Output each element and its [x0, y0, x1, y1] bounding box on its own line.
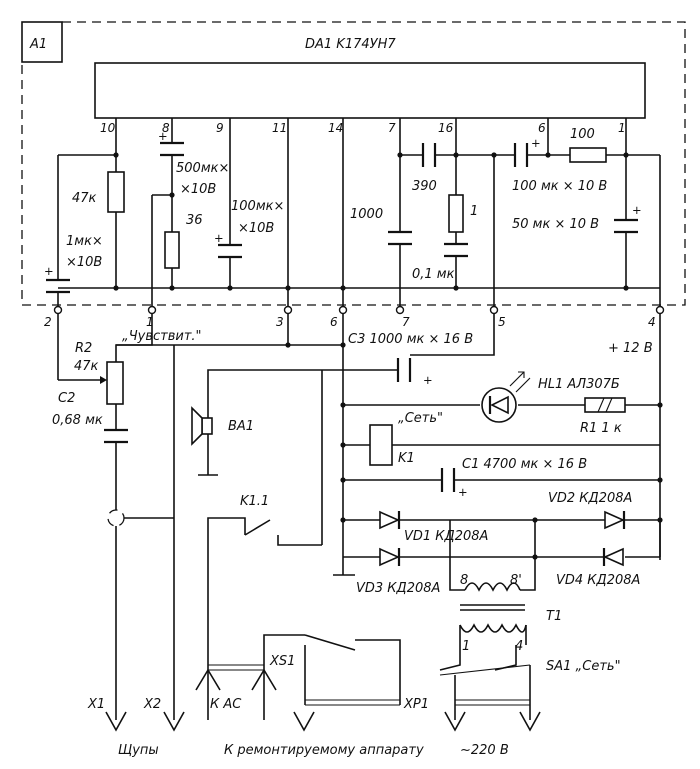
sensitivity-label: „Чувствит." [122, 329, 202, 344]
capacitor-500mk-voltage: ×10В [180, 182, 216, 197]
c2-label: C2 [58, 391, 75, 406]
external-wiring [57, 313, 661, 732]
t1-pin-8: 8 [460, 573, 468, 588]
capacitor-50mk-plus: + [632, 203, 642, 217]
t1-pin-1: 1 [462, 639, 470, 654]
hl1-label: HL1 АЛ307Б [538, 377, 620, 392]
capacitor-1mk-label: 1мк× [66, 234, 103, 249]
capacitor-1mk-voltage: ×10В [66, 255, 102, 270]
internal-wiring [57, 118, 661, 575]
x1-label: X1 [87, 697, 105, 712]
node-5: 5 [498, 315, 506, 329]
pin-8: 8 [162, 121, 170, 135]
resistor-100 [569, 147, 607, 163]
kac-label: К АС [210, 697, 242, 712]
da1-chip: DA1 K174УН7 [94, 37, 646, 119]
external-labels: C2 R2 47к 0,68 мк „Чувствит." C3 1000 мк… [52, 329, 653, 758]
diode-vd4 [602, 547, 624, 567]
led-hl1 [481, 371, 531, 423]
c3-label: C3 1000 мк × 16 В [348, 332, 473, 347]
pin-14: 14 [328, 121, 343, 135]
node-2: 2 [44, 315, 52, 329]
capacitor-50mk-label: 50 мк × 10 В [512, 217, 599, 232]
pin-7: 7 [388, 121, 396, 135]
set-label: „Сеть" [398, 411, 443, 426]
mains-label: ~220 В [460, 743, 509, 758]
a1-label: A1 [29, 37, 47, 52]
r1-label: R1 1 к [580, 421, 622, 436]
capacitor-100mk-label: 100мк× [231, 199, 284, 214]
capacitor-c1 [440, 468, 456, 492]
node-1: 1 [146, 315, 154, 329]
xp1-label: XP1 [403, 697, 429, 712]
capacitor-500mk-plus: + [158, 129, 168, 143]
node-4: 4 [648, 315, 656, 329]
r2-wiper-arrow [100, 376, 107, 384]
diode-vd3 [379, 547, 401, 567]
k1-label: K1 [398, 451, 415, 466]
c3-plus: + [423, 373, 433, 387]
capacitor-100mk-series-label: 100 мк × 10 В [512, 179, 607, 194]
chip-pin-numbers: 10 8 9 11 14 7 16 6 1 [100, 121, 626, 135]
node-6: 6 [330, 315, 338, 329]
sa1-label: SA1 „Сеть" [546, 659, 621, 674]
resistor-47k [107, 171, 125, 213]
k11-label: K1.1 [240, 494, 269, 509]
capacitor-1000-label: 1000 [350, 207, 383, 222]
probes-label: Щупы [118, 743, 159, 758]
resistor-100-label: 100 [570, 127, 595, 142]
pin-16: 16 [438, 121, 454, 135]
a1-components: 47к + 1мк× ×10В + 500мк× ×10В 36 + 100мк… [44, 127, 642, 294]
capacitor-01mk-label: 0,1 мк [412, 267, 455, 282]
resistor-1-label: 1 [470, 204, 478, 219]
capacitor-1mk-plus: + [44, 264, 54, 278]
transformer-t1 [459, 582, 527, 645]
resistor-r1 [584, 397, 626, 413]
pin-9: 9 [216, 121, 224, 135]
t1-label: T1 [546, 609, 562, 624]
pin-10: 10 [100, 121, 116, 135]
speaker-ba1 [201, 417, 213, 435]
xs1-label: XS1 [269, 654, 295, 669]
x2-label: X2 [143, 697, 161, 712]
c2-value: 0,68 мк [52, 413, 103, 428]
capacitor-100mk-series-plus: + [531, 136, 541, 150]
c1-plus: + [458, 485, 468, 499]
pin-1: 1 [618, 121, 626, 135]
resistor-36 [164, 231, 180, 269]
vd4-label: VD4 КД208А [556, 573, 640, 588]
a1-block: A1 [21, 21, 686, 306]
r2-value: 47к [74, 359, 99, 374]
c1-label: C1 4700 мк × 16 В [462, 457, 587, 472]
plus-12v-label: + 12 В [608, 341, 653, 356]
t1-pin-8p: 8' [510, 573, 522, 588]
t1-pin-4: 4 [515, 639, 523, 654]
pin-6: 6 [538, 121, 546, 135]
resistor-47k-label: 47к [72, 191, 97, 206]
capacitor-100mk-voltage: ×10В [238, 221, 274, 236]
a1-terminals: 2 1 3 6 7 5 4 [44, 305, 665, 329]
node-3: 3 [276, 315, 284, 329]
pin-11: 11 [272, 121, 287, 135]
resistor-36-label: 36 [186, 213, 203, 228]
ba1-label: BA1 [228, 419, 254, 434]
vd3-label: VD3 КД208А [356, 581, 440, 596]
diode-vd2 [604, 510, 626, 530]
resistor-1 [448, 194, 464, 233]
potentiometer-r2 [106, 361, 124, 405]
capacitor-100mk-plus: + [214, 231, 224, 245]
da1-label: DA1 K174УН7 [305, 37, 396, 52]
probe-connector [107, 509, 125, 527]
to-device-label: К ремонтируемому аппарату [224, 743, 424, 758]
node-7: 7 [402, 315, 410, 329]
r2-label: R2 [75, 341, 92, 356]
diode-vd1 [379, 510, 401, 530]
vd1-label: VD1 КД208А [404, 529, 488, 544]
vd2-label: VD2 КД208А [548, 491, 632, 506]
relay-k1 [369, 424, 393, 466]
capacitor-500mk-label: 500мк× [176, 161, 229, 176]
capacitor-390-label: 390 [412, 179, 437, 194]
